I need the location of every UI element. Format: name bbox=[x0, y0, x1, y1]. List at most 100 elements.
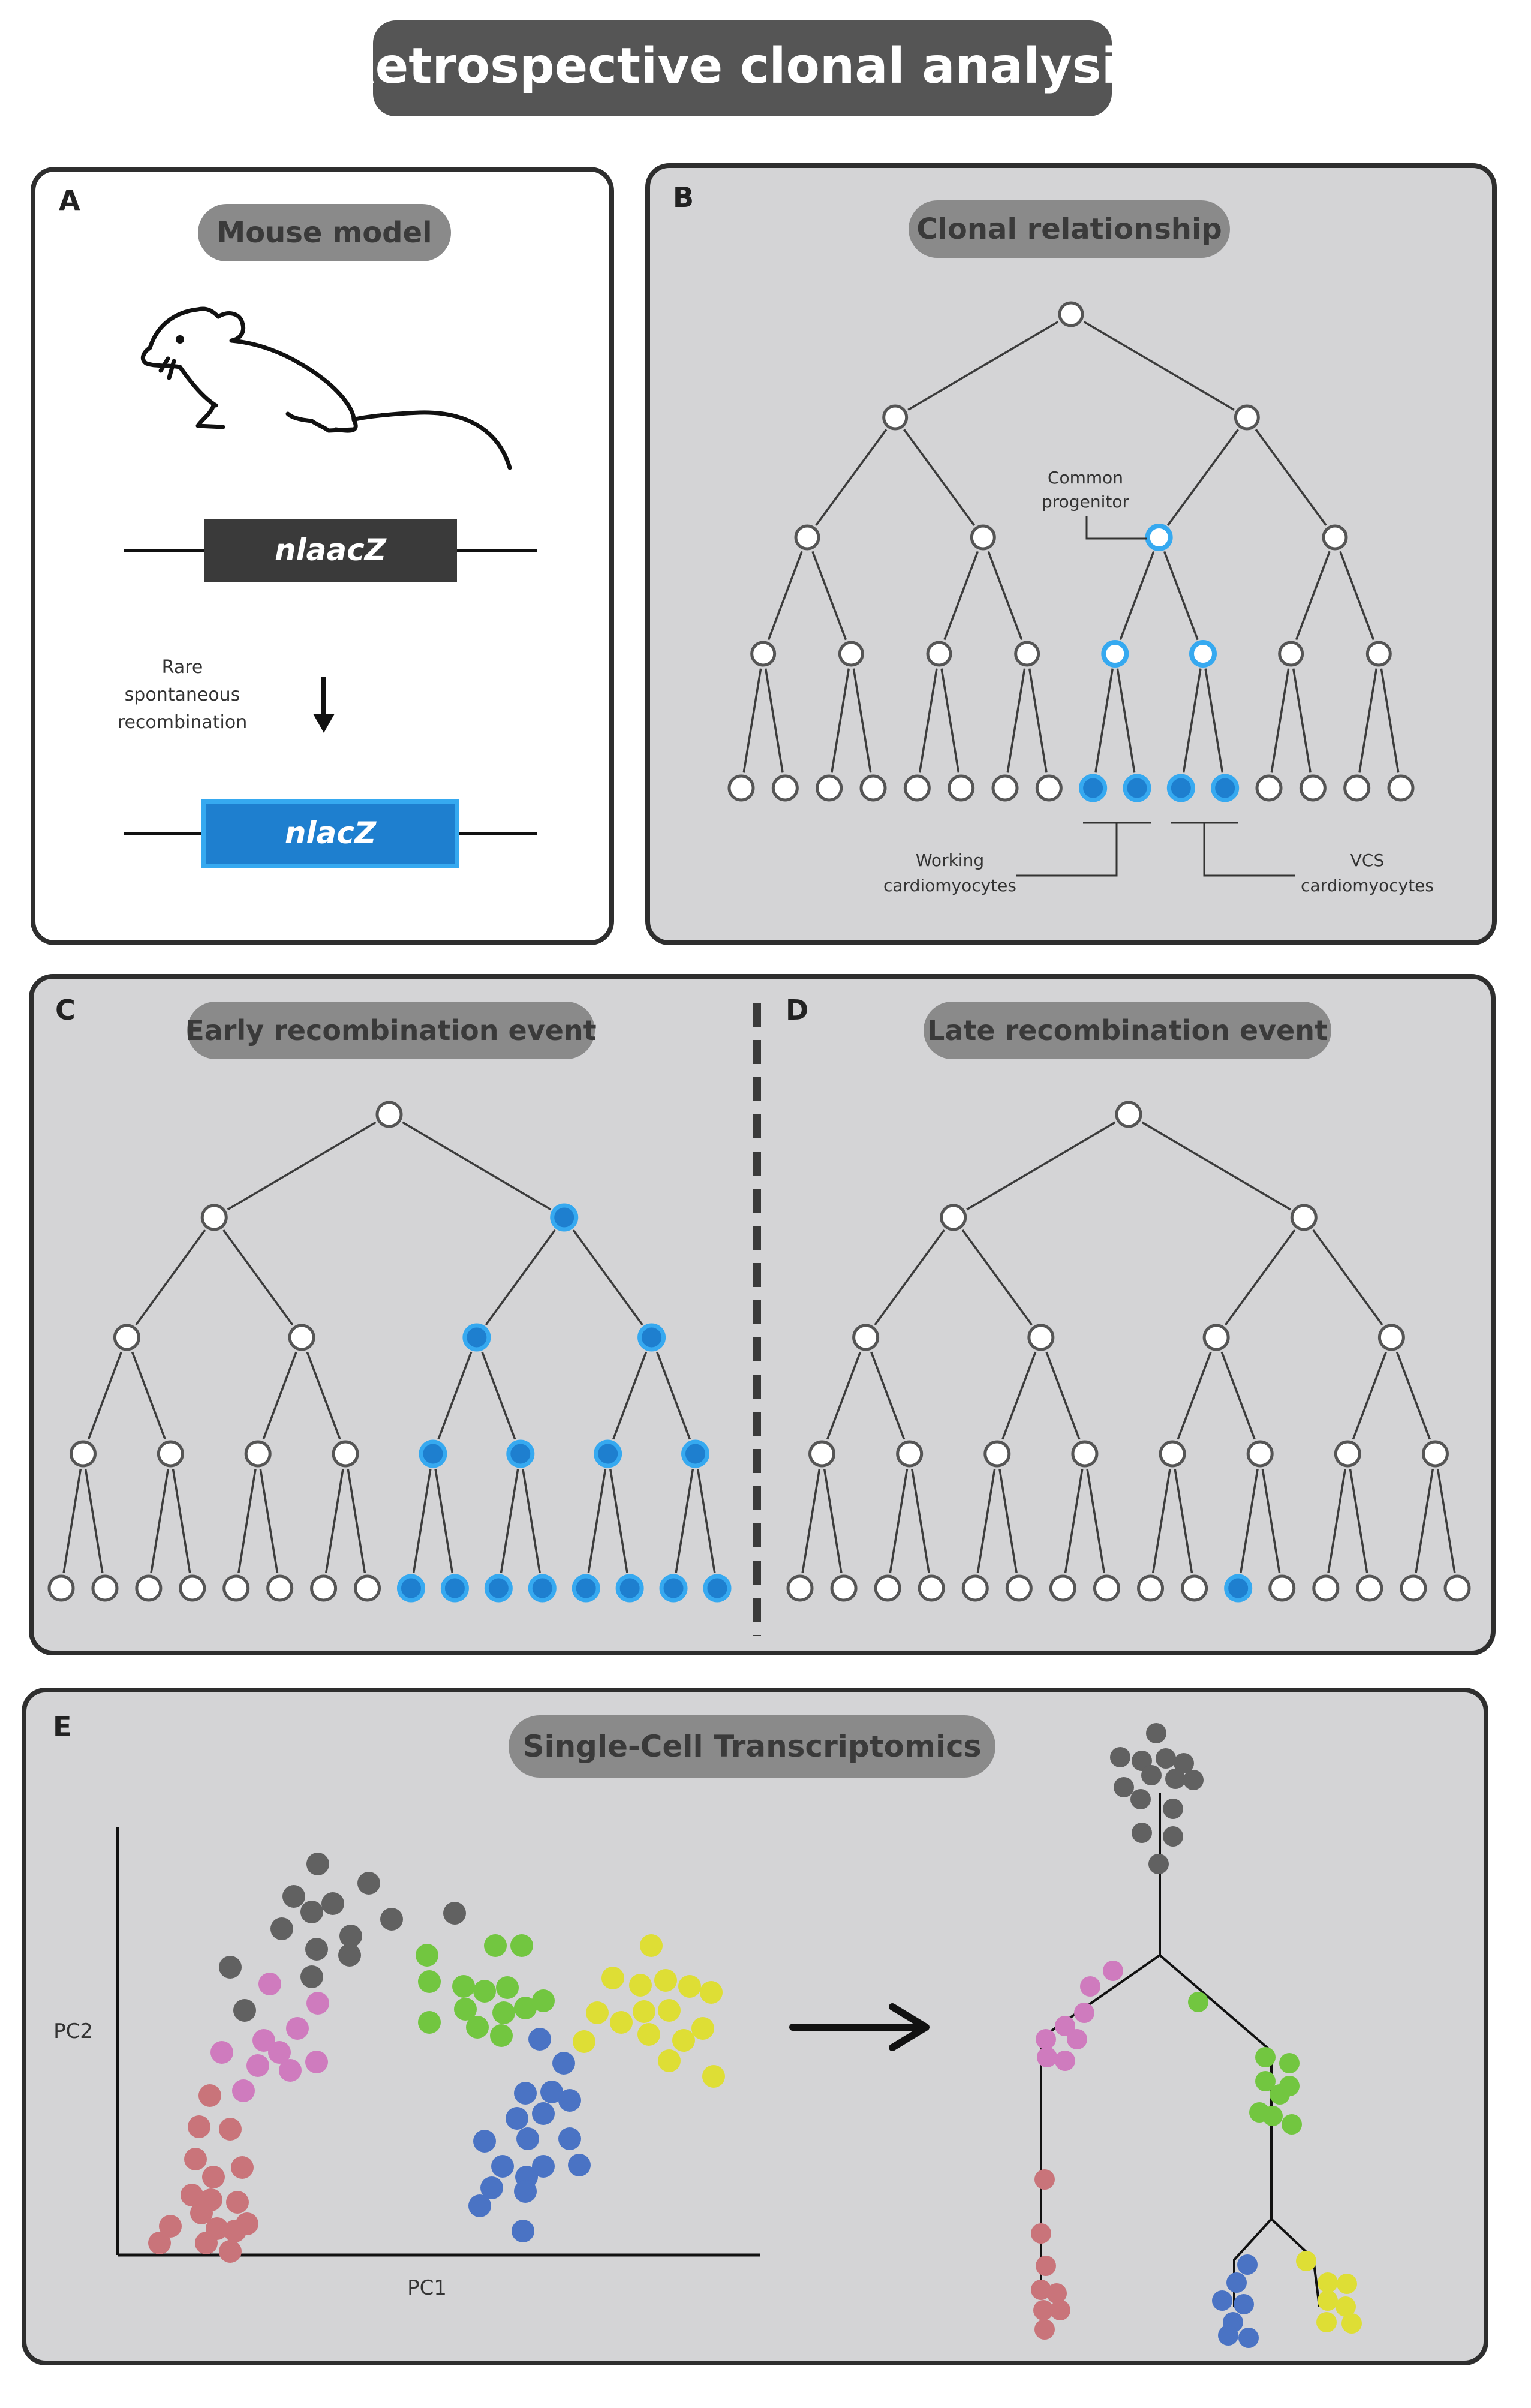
trajectory-cell-point bbox=[1156, 1748, 1176, 1769]
tree-branch bbox=[1339, 551, 1375, 641]
tree-branch bbox=[852, 668, 872, 773]
common-progenitor-label: Common progenitor bbox=[1042, 468, 1147, 540]
trajectory-cell-point bbox=[1165, 1769, 1186, 1789]
pca-cell-point bbox=[226, 2191, 249, 2214]
tree-branch bbox=[485, 1229, 556, 1326]
tree-branch bbox=[434, 1469, 453, 1573]
tree-branch bbox=[84, 1469, 104, 1573]
pca-cell-point bbox=[246, 2054, 269, 2077]
tree-branch bbox=[1312, 1229, 1383, 1326]
tree-branch bbox=[911, 1469, 930, 1573]
cell-node bbox=[91, 1574, 119, 1602]
tree-branch bbox=[1083, 321, 1235, 411]
tree-branch bbox=[1094, 668, 1114, 773]
tree-branch bbox=[823, 1469, 843, 1573]
trajectory-cell-point bbox=[1031, 2223, 1051, 2244]
trajectory-cell-point bbox=[1270, 2084, 1290, 2105]
pca-cell-point bbox=[443, 1902, 466, 1925]
lineage-tree-b bbox=[727, 301, 1415, 802]
pca-y-axis-label: PC2 bbox=[53, 2019, 93, 2043]
pca-cell-point bbox=[514, 1997, 537, 2019]
trajectory-cells bbox=[1031, 1723, 1362, 2348]
trajectory-cell-point bbox=[1318, 2272, 1338, 2293]
pca-cell-point bbox=[700, 1981, 723, 2004]
tree-branch bbox=[609, 1469, 628, 1573]
cell-node bbox=[830, 1574, 858, 1602]
trajectory-cell-point bbox=[1262, 2106, 1283, 2126]
cell-node bbox=[1159, 1440, 1186, 1468]
title-banner: Retrospective clonal analysis bbox=[337, 20, 1148, 116]
pca-cell-point bbox=[514, 2082, 537, 2105]
cell-node bbox=[1268, 1574, 1296, 1602]
cell-node bbox=[157, 1440, 184, 1468]
labeled-cell-node bbox=[1079, 774, 1108, 802]
tree-branch bbox=[1045, 1351, 1081, 1440]
trajectory-cell-point bbox=[1148, 1854, 1169, 1874]
labeled-cell-node bbox=[1224, 1574, 1253, 1603]
cell-node bbox=[918, 1574, 945, 1602]
tree-branch bbox=[815, 429, 888, 526]
tree-branch bbox=[998, 1469, 1018, 1573]
gene-construct-before: nlaacZ bbox=[124, 519, 537, 582]
cell-node bbox=[1365, 641, 1392, 667]
tree-branch bbox=[1086, 1469, 1106, 1573]
trajectory-cell-point bbox=[1110, 1747, 1130, 1767]
svg-text:VCS: VCS bbox=[1350, 850, 1384, 870]
cell-node bbox=[1027, 1324, 1055, 1351]
labeled-cell-node bbox=[462, 1323, 491, 1352]
tree-branch bbox=[572, 1229, 643, 1326]
cell-node bbox=[786, 1574, 814, 1602]
labeled-cell-node bbox=[681, 1439, 710, 1468]
cell-node bbox=[200, 1204, 228, 1231]
svg-text:Late recombination event: Late recombination event bbox=[927, 1014, 1328, 1047]
cell-node bbox=[375, 1101, 403, 1128]
cell-node bbox=[750, 641, 777, 667]
pca-cell-point bbox=[210, 2041, 233, 2064]
down-arrow-icon bbox=[313, 677, 335, 733]
pca-cell-point bbox=[188, 2115, 210, 2138]
cell-node bbox=[852, 1324, 880, 1351]
trajectory-cell-point bbox=[1080, 1976, 1100, 1997]
pca-cell-point bbox=[202, 2166, 225, 2188]
cell-node bbox=[288, 1324, 315, 1351]
tree-branch bbox=[131, 1351, 166, 1440]
pca-cell-point bbox=[610, 2011, 633, 2034]
pca-cell-point bbox=[338, 1944, 361, 1967]
pca-cell-point bbox=[148, 2232, 171, 2254]
cell-node bbox=[1234, 404, 1260, 431]
cell-node bbox=[1343, 774, 1371, 802]
pca-cell-point bbox=[512, 2220, 534, 2242]
cell-node bbox=[1115, 1101, 1142, 1128]
tree-branch bbox=[918, 668, 938, 773]
svg-text:progenitor: progenitor bbox=[1042, 492, 1129, 512]
cell-node bbox=[903, 774, 931, 802]
svg-text:Mouse model: Mouse model bbox=[216, 216, 432, 249]
trajectory-cell-point bbox=[1055, 2051, 1075, 2071]
panel-cd-frame bbox=[29, 974, 1496, 1655]
labeled-cell-node bbox=[396, 1574, 425, 1603]
tree-branch bbox=[870, 1351, 906, 1440]
trajectory-cell-point bbox=[1103, 1961, 1123, 1981]
tree-branch bbox=[1220, 1351, 1256, 1440]
tree-branch bbox=[1295, 551, 1331, 641]
pca-cell-point bbox=[528, 2028, 551, 2051]
labeled-cell-node bbox=[419, 1439, 447, 1468]
tree-branches bbox=[62, 1121, 716, 1573]
panel-c-letter: C bbox=[55, 994, 76, 1026]
pca-cell-point bbox=[468, 2194, 491, 2217]
pca-cell-point bbox=[198, 2084, 221, 2107]
trajectory-cell-point bbox=[1174, 1753, 1194, 1773]
pca-cell-point bbox=[279, 2059, 302, 2082]
tree-branch bbox=[1380, 668, 1400, 773]
tree-branch bbox=[262, 1351, 297, 1440]
tree-branch bbox=[675, 1469, 694, 1573]
tree-branch bbox=[587, 1469, 607, 1573]
panel-d-heading: Late recombination event bbox=[924, 1002, 1331, 1059]
cell-node bbox=[266, 1574, 294, 1602]
cell-node bbox=[896, 1440, 924, 1468]
pca-cell-point bbox=[540, 2081, 563, 2103]
labeled-cell-node bbox=[1123, 774, 1151, 802]
cell-node bbox=[1400, 1574, 1427, 1602]
panel-b-letter: B bbox=[673, 181, 694, 214]
pca-cell-point bbox=[300, 1965, 323, 1988]
